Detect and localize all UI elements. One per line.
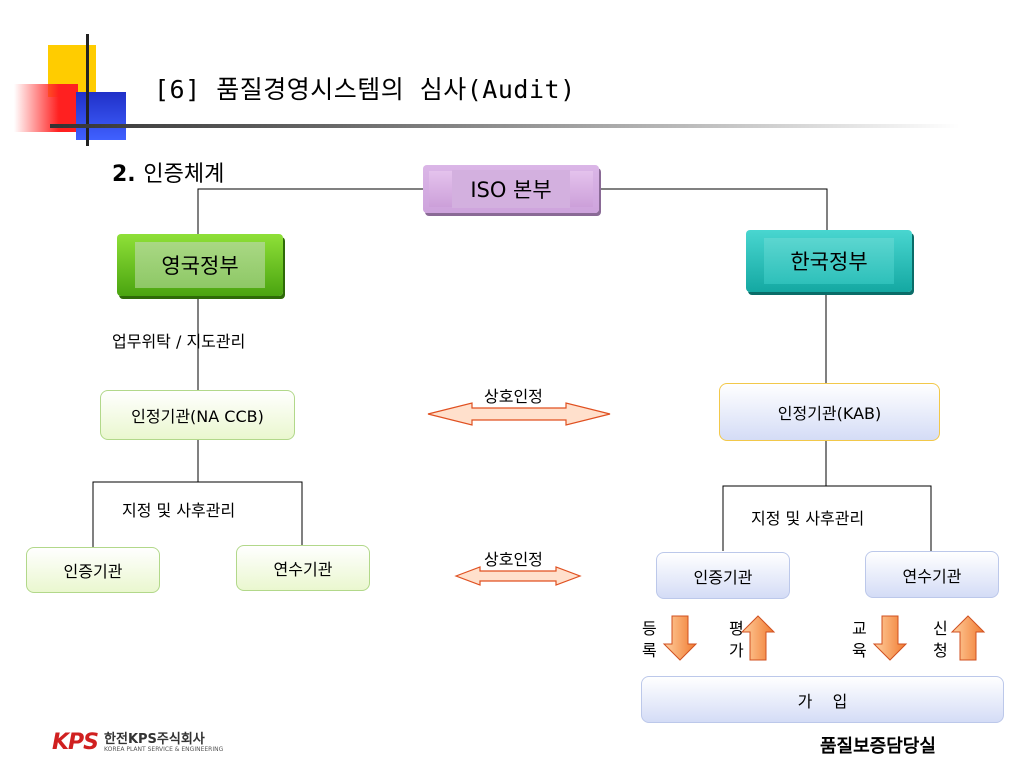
apply-up-arrow	[950, 615, 986, 661]
uk-accreditor-label: 인정기관(NA CCB)	[131, 407, 264, 426]
evaluate-up-arrow	[740, 615, 776, 661]
korea-government-box: 한국정부	[746, 230, 912, 292]
kr-bracket-line	[722, 485, 932, 551]
education-char-1: 교	[852, 619, 867, 638]
company-logo: KPS 한전KPS주식회사 KOREA PLANT SERVICE & ENGI…	[52, 730, 223, 755]
logo-text: 한전KPS주식회사 KOREA PLANT SERVICE & ENGINEER…	[104, 733, 223, 753]
footer-department: 품질보증담당실	[820, 736, 936, 757]
register-down-arrow	[662, 615, 698, 661]
kr-training-body-label: 연수기관	[902, 566, 962, 586]
logo-company-subtitle: KOREA PLANT SERVICE & ENGINEERING	[104, 745, 224, 753]
page-title: [6] 품질경영시스템의 심사(Audit)	[154, 75, 576, 104]
kr-accreditor-box: 인정기관(KAB)	[719, 383, 940, 441]
education-down-arrow	[872, 615, 908, 661]
iso-to-uk-line	[197, 188, 423, 234]
kr-designation-label: 지정 및 사후관리	[751, 509, 865, 528]
register-char-2: 록	[642, 641, 657, 660]
delegation-label: 업무위탁 / 지도관리	[112, 332, 246, 351]
uk-government-label: 영국정부	[135, 242, 265, 288]
mutual-recognition-bottom-label: 상호인정	[484, 550, 543, 569]
education-char-2: 육	[852, 641, 867, 660]
section-heading: 2. 인증체계	[112, 156, 224, 188]
decor-vertical-line	[86, 34, 89, 146]
mutual-arrow-bottom	[454, 566, 582, 586]
kr-cert-body-box: 인증기관	[656, 552, 790, 599]
kps-logo-mark: KPS	[52, 730, 99, 755]
apply-char-2: 청	[933, 641, 948, 660]
education-label: 교 육	[852, 618, 867, 662]
uk-designation-label: 지정 및 사후관리	[122, 501, 236, 520]
kr-training-body-box: 연수기관	[865, 551, 999, 598]
section-number: 2.	[112, 162, 136, 187]
evaluate-label: 평 가	[729, 618, 744, 662]
iso-headquarters-label: ISO 본부	[452, 170, 570, 208]
title-underline	[50, 124, 960, 128]
logo-company-name: 한전KPS주식회사	[104, 731, 205, 747]
register-char-1: 등	[642, 619, 657, 638]
korea-government-label: 한국정부	[764, 238, 894, 284]
register-label: 등 록	[642, 618, 657, 662]
apply-label: 신 청	[933, 618, 948, 662]
uk-bracket-line	[92, 481, 303, 547]
uk-accreditor-box: 인정기관(NA CCB)	[100, 390, 295, 440]
apply-char-1: 신	[933, 619, 948, 638]
mutual-arrow-top	[427, 402, 611, 426]
kr-accreditor-label: 인정기관(KAB)	[777, 404, 882, 423]
uk-training-body-label: 연수기관	[273, 560, 333, 579]
evaluate-char-2: 가	[729, 641, 744, 660]
iso-to-kr-line	[599, 188, 828, 230]
uk-cert-body-box: 인증기관	[26, 547, 160, 593]
mutual-recognition-top-label: 상호인정	[484, 387, 543, 406]
uk-government-box: 영국정부	[117, 234, 283, 296]
join-label: 가 입	[797, 691, 848, 711]
evaluate-char-1: 평	[729, 619, 744, 638]
join-box: 가 입	[641, 676, 1004, 723]
uk-training-body-box: 연수기관	[236, 545, 370, 591]
iso-headquarters-box: ISO 본부	[423, 165, 599, 213]
uk-cert-body-label: 인증기관	[63, 562, 123, 581]
decor-blue-square	[76, 92, 126, 140]
section-title: 인증체계	[143, 162, 225, 187]
kr-cert-body-label: 인증기관	[693, 567, 753, 587]
